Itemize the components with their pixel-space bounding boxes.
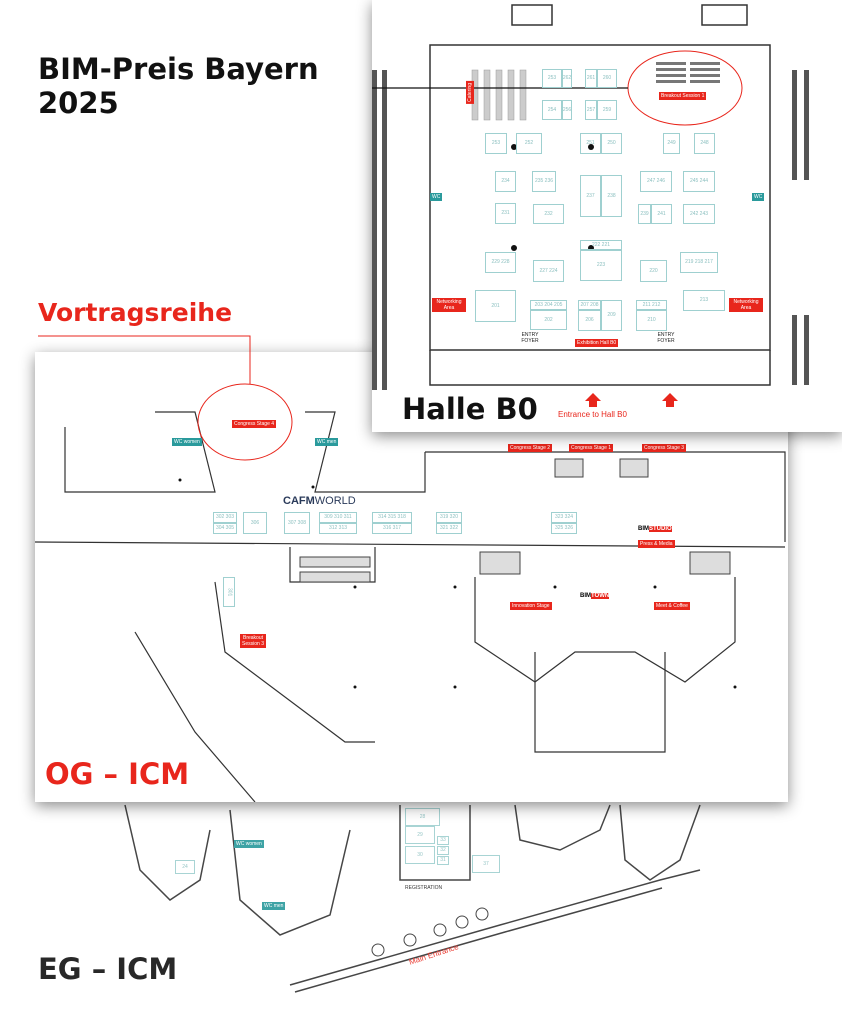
- booth: 239: [638, 204, 651, 224]
- meet-coffee-label: Meet & Coffee: [654, 602, 690, 610]
- booth: 202: [530, 310, 567, 330]
- booth: 248: [694, 133, 715, 154]
- booth: 213: [683, 290, 725, 311]
- booth: 259: [597, 100, 617, 120]
- booth: 231: [495, 203, 516, 224]
- column: [588, 245, 594, 251]
- og-booth: 312 313: [319, 523, 357, 534]
- networking-area-right: Networking Area: [729, 298, 763, 312]
- og-heading: OG – ICM: [45, 757, 190, 791]
- booth: 223: [580, 250, 622, 281]
- booth: 207 208: [578, 300, 601, 310]
- booth: 251: [580, 133, 601, 154]
- og-booth: 321 322: [436, 523, 462, 534]
- booth: 245 244: [683, 171, 715, 192]
- booth: 238: [601, 175, 622, 217]
- booth: 211 212: [636, 300, 667, 310]
- column: [588, 144, 594, 150]
- booth: 219 218 217: [680, 252, 718, 273]
- booth: 257: [585, 100, 597, 120]
- wc-right: WC: [752, 193, 765, 201]
- booth: 201: [475, 290, 516, 322]
- booth: 206: [578, 310, 601, 331]
- bim-town-logo: BIMTOWN: [580, 593, 610, 599]
- eg-booth: 37: [472, 855, 500, 873]
- booth: 227 224: [533, 260, 564, 282]
- column: [511, 144, 517, 150]
- eg-booth: 24: [175, 860, 195, 874]
- booth: 252: [516, 133, 542, 154]
- halle-b0-floor-plan: Catering Breakout Session 1 Networking A…: [372, 0, 842, 432]
- eg-booth: 29: [405, 826, 435, 844]
- booth: 260: [597, 69, 617, 88]
- booth: 256: [562, 100, 572, 120]
- booth: 232: [533, 204, 564, 224]
- entry-foyer-right: ENTRY FOYER: [657, 332, 675, 344]
- cafm-world-logo: CAFMWORLD: [283, 495, 356, 507]
- og-booth: 307 308: [284, 512, 310, 534]
- og-booth: 301: [223, 577, 235, 607]
- booth: 249: [663, 133, 680, 154]
- entrance-hall-b0-label: Entrance to Hall B0: [558, 410, 627, 419]
- booth: 241: [651, 204, 672, 224]
- press-media-label: Press & Media: [638, 540, 675, 548]
- eg-booth: 30: [405, 846, 435, 864]
- eg-booth: 33: [437, 836, 449, 845]
- og-booth: 319 320: [436, 512, 462, 523]
- og-wc-men: WC men: [315, 438, 339, 446]
- networking-area-left: Networking Area: [432, 298, 466, 312]
- booth: 237: [580, 175, 601, 217]
- innovation-stage-label: Innovation Stage: [510, 602, 552, 610]
- og-booth: 309 310 311: [319, 512, 357, 523]
- booth: 253: [485, 133, 507, 154]
- breakout-session-3-label: Breakout Session 3: [240, 634, 266, 648]
- congress-stage-1-label: Congress Stage 1: [569, 444, 614, 452]
- congress-stage-3-label: Congress Stage 3: [642, 444, 687, 452]
- title-line-2: 2025: [38, 86, 119, 120]
- eg-wc-women: WC women: [234, 840, 264, 848]
- og-wc-women: WC women: [172, 438, 202, 446]
- booth: 234: [495, 171, 516, 192]
- booth: 262: [562, 69, 572, 88]
- eg-registration-label: REGISTRATION: [405, 885, 443, 891]
- og-booth: 314 315 318: [372, 512, 412, 523]
- eg-booth: 28: [405, 808, 440, 826]
- page-title: BIM-Preis Bayern 2025: [38, 52, 319, 120]
- booth: 222 221: [580, 240, 622, 250]
- booth: 235 236: [532, 171, 556, 192]
- breakout-session-1-label: Breakout Session 1: [659, 92, 707, 100]
- booth: 247 246: [640, 171, 672, 192]
- congress-stage-4-label: Congress Stage 4: [232, 420, 277, 428]
- og-booth: 306: [243, 512, 267, 534]
- booth: 210: [636, 310, 667, 331]
- wc-left: WC: [430, 193, 443, 201]
- booth: 229 228: [485, 252, 516, 273]
- entry-foyer-left: ENTRY FOYER: [521, 332, 539, 344]
- eg-wc-men: WC men: [262, 902, 286, 910]
- catering-label: Catering: [466, 81, 474, 104]
- halle-b0-heading: Halle B0: [402, 392, 538, 426]
- og-booth: 302 303: [213, 512, 237, 523]
- eg-heading: EG – ICM: [38, 952, 178, 986]
- eg-booth: 32: [437, 846, 449, 855]
- exhibition-hall-b0-label: Exhibition Hall B0: [575, 339, 619, 347]
- booth: 250: [601, 133, 622, 154]
- booth: 242 243: [683, 204, 715, 224]
- og-booth: 323 324: [551, 512, 577, 523]
- booth: 209: [601, 300, 622, 331]
- booth: 203 204 205: [530, 300, 567, 310]
- vortragsreihe-heading: Vortragsreihe: [38, 298, 233, 327]
- og-booth: 316 317: [372, 523, 412, 534]
- congress-stage-2-label: Congress Stage 2: [508, 444, 553, 452]
- eg-booth: 31: [437, 856, 449, 865]
- bim-studio-logo: BIMSTUDIO: [638, 526, 672, 532]
- booth: 261: [585, 69, 597, 88]
- title-line-1: BIM-Preis Bayern: [38, 52, 319, 86]
- booth: 254: [542, 100, 562, 120]
- column: [511, 245, 517, 251]
- booth: 253: [542, 69, 562, 88]
- og-booth: 304 305: [213, 523, 237, 534]
- og-booth: 325 326: [551, 523, 577, 534]
- booth: 220: [640, 260, 667, 282]
